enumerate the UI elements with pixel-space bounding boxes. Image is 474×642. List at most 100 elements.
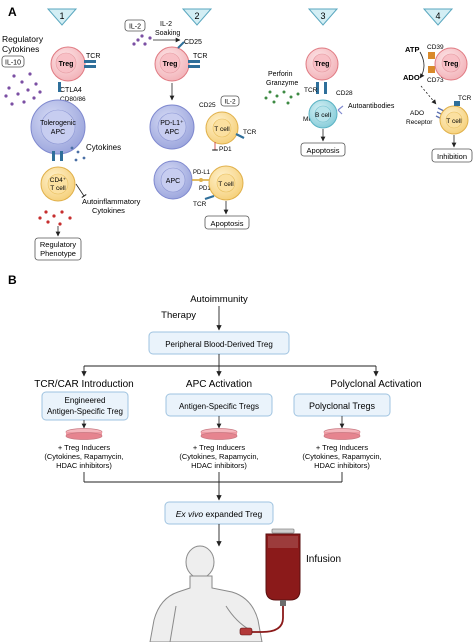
cytokine-dots-purple [4, 72, 42, 106]
svg-text:3: 3 [320, 11, 325, 21]
svg-text:Inhibition: Inhibition [437, 152, 467, 161]
svg-text:TCR: TCR [86, 53, 100, 60]
apoptosis-box-2 [204, 215, 250, 230]
il10-box [1, 55, 25, 68]
svg-text:ADO: ADO [403, 73, 420, 82]
svg-text:CD80/86: CD80/86 [60, 96, 86, 103]
svg-text:Antigen-Specific Treg: Antigen-Specific Treg [47, 407, 123, 416]
iv-bag [239, 528, 301, 636]
svg-text:ATP: ATP [405, 45, 419, 54]
svg-text:Apoptosis: Apoptosis [211, 219, 244, 228]
svg-text:Regulatory: Regulatory [40, 240, 77, 249]
svg-text:TCR: TCR [458, 95, 472, 102]
petri-dish-2 [200, 428, 238, 440]
inducers-1-line-1: + Treg Inducers [58, 443, 111, 452]
svg-text:Cytokines: Cytokines [92, 206, 125, 215]
patient-figure [149, 545, 263, 642]
svg-text:Treg: Treg [163, 61, 178, 68]
svg-text:Tolerogenic: Tolerogenic [40, 120, 76, 127]
svg-text:TCR: TCR [193, 53, 207, 60]
inducers-2-line-1: + Treg Inducers [193, 443, 246, 452]
svg-text:Engineered: Engineered [65, 396, 106, 405]
svg-text:PD1: PD1 [199, 186, 211, 192]
mechanism-marker-4: 4 [422, 8, 454, 26]
svg-text:Phenotype: Phenotype [40, 249, 76, 258]
ex-vivo-label: Ex vivo expanded Treg [176, 509, 263, 519]
svg-text:ADO: ADO [410, 110, 424, 117]
cytokines-label: Cytokines [86, 143, 121, 152]
svg-text:IL-10: IL-10 [5, 60, 21, 67]
svg-text:PD1: PD1 [219, 146, 232, 153]
branch-title-polyclonal: Polyclonal Activation [330, 379, 421, 390]
svg-text:Treg: Treg [444, 61, 459, 68]
branch-title-tcr-car: TCR/CAR Introduction [34, 379, 133, 390]
svg-text:T cell: T cell [446, 118, 462, 125]
svg-text:CD73: CD73 [427, 77, 444, 84]
svg-text:4: 4 [435, 11, 440, 21]
svg-text:PD-L1⁺: PD-L1⁺ [160, 120, 184, 127]
svg-text:TCR: TCR [243, 129, 257, 136]
cd39-enzyme [428, 52, 435, 59]
svg-text:2: 2 [194, 11, 199, 21]
svg-text:APC: APC [165, 129, 179, 136]
svg-text:IL-2: IL-2 [160, 21, 172, 28]
autoinflammatory-label: Autoinflammatory [82, 197, 141, 206]
mechanism-marker-1: 1 [46, 8, 78, 26]
svg-text:CD4⁺: CD4⁺ [50, 177, 67, 184]
infusion-label: Infusion [306, 554, 341, 565]
svg-text:B cell: B cell [315, 112, 331, 119]
svg-text:T cell: T cell [214, 126, 230, 133]
therapy-label: Therapy [161, 310, 196, 321]
mechanism-marker-2: 2 [181, 8, 213, 26]
svg-text:APC: APC [166, 178, 180, 185]
svg-text:Peripheral Blood-Derived Treg: Peripheral Blood-Derived Treg [165, 340, 273, 349]
svg-text:Receptor: Receptor [406, 119, 433, 126]
autoimmunity-label: Autoimmunity [190, 294, 248, 305]
svg-text:CD25: CD25 [184, 39, 202, 46]
inducers-1-line-3: HDAC inhibitors) [56, 461, 112, 470]
panel-b-letter: B [8, 273, 17, 287]
svg-text:Soaking: Soaking [155, 30, 180, 37]
mechanism-marker-3: 3 [307, 8, 339, 26]
inducers-2-line-2: (Cytokines, Rapamycin, [179, 452, 258, 461]
svg-text:CD28: CD28 [336, 90, 353, 97]
inducers-2-line-3: HDAC inhibitors) [191, 461, 247, 470]
tcr-receptor-1 [84, 60, 96, 68]
mechanism-2: IL-2 IL-2 Soaking CD25 Treg TCR PD-L1⁺ A… [124, 19, 257, 230]
inducers-3-line-3: HDAC inhibitors) [314, 461, 370, 470]
apoptosis-box-3 [300, 142, 346, 157]
svg-text:TCR: TCR [304, 87, 318, 94]
cd73-enzyme [428, 66, 435, 73]
regulatory-cytokines-label: Regulatory [2, 34, 44, 44]
svg-text:T cell: T cell [218, 181, 234, 188]
svg-text:IL-2: IL-2 [129, 24, 141, 31]
svg-text:Autoantibodies: Autoantibodies [348, 103, 395, 110]
inhibition-box [431, 148, 473, 163]
petri-dish-1 [65, 428, 103, 440]
mechanism-4: ATP ADO CD39 CD73 Treg ADO Receptor T ce… [403, 44, 473, 163]
svg-text:Polyclonal Tregs: Polyclonal Tregs [309, 401, 376, 411]
il2-box-mid [220, 95, 240, 107]
svg-text:TCR: TCR [193, 201, 207, 208]
svg-text:Perforin: Perforin [268, 71, 293, 78]
panel-a-letter: A [8, 5, 17, 19]
petri-dish-3 [323, 428, 361, 440]
svg-text:Granzyme: Granzyme [266, 80, 298, 87]
svg-text:CTLA4: CTLA4 [60, 87, 82, 94]
svg-text:CD39: CD39 [427, 44, 444, 51]
inducers-3-line-1: + Treg Inducers [316, 443, 369, 452]
inducers-1-line-2: (Cytokines, Rapamycin, [44, 452, 123, 461]
il2-box-top [124, 19, 146, 32]
inducers-3-line-2: (Cytokines, Rapamycin, [302, 452, 381, 461]
svg-text:Antigen-Specific Tregs: Antigen-Specific Tregs [179, 402, 259, 411]
engineered-treg-box [41, 391, 129, 421]
svg-text:Treg: Treg [59, 61, 74, 68]
mechanism-1: Regulatory Cytokines IL-10 Treg TCR CTLA… [1, 34, 141, 261]
svg-text:APC: APC [51, 129, 65, 136]
svg-text:PD-L1: PD-L1 [193, 170, 211, 176]
svg-text:Treg: Treg [315, 61, 330, 68]
regulatory-phenotype-box [34, 237, 82, 261]
svg-text:T cell: T cell [50, 185, 66, 192]
branch-title-apc: APC Activation [186, 379, 252, 390]
